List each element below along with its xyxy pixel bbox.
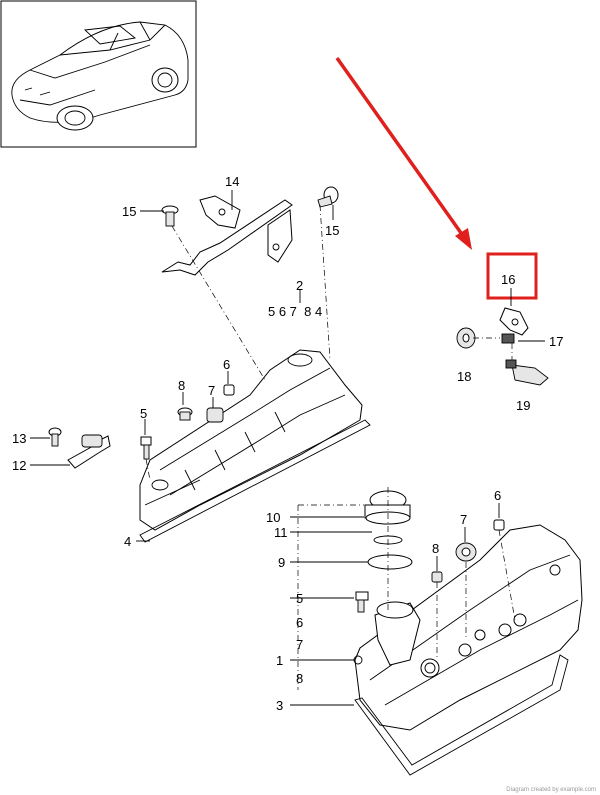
screw-15-left <box>161 205 179 227</box>
watermark: Diagram created by example.com <box>506 787 596 793</box>
cap-6-upper <box>223 384 235 396</box>
callout-7-left: 7 <box>296 637 303 652</box>
callout-6-left: 6 <box>296 615 303 630</box>
callout-15-right: 15 <box>325 223 339 238</box>
callout-14: 14 <box>225 174 239 189</box>
vehicle-thumbnail <box>0 0 197 148</box>
assembly-lines <box>145 204 516 690</box>
leader-lines <box>30 190 545 706</box>
callout-1: 1 <box>276 653 283 668</box>
washer-18 <box>456 327 476 349</box>
highlight-arrow <box>335 56 472 250</box>
callout-11: 11 <box>274 525 288 540</box>
callout-6-upper: 6 <box>223 357 230 372</box>
callout-subrow: 5 6 7 8 4 <box>268 304 326 319</box>
filler-neck <box>374 601 421 666</box>
callout-labels: 14 15 15 2 5 6 7 8 4 16 17 18 19 6 8 7 5… <box>12 174 563 713</box>
callout-7-upper: 7 <box>208 383 215 398</box>
gasket-3 <box>354 654 569 776</box>
sensor-bracket-16 <box>499 307 529 336</box>
callout-6-lower: 6 <box>494 488 501 503</box>
cap-6-lower <box>493 519 505 531</box>
callout-2: 2 <box>296 278 303 293</box>
bolt-5-lower <box>355 591 369 613</box>
callout-8-left: 8 <box>296 671 303 686</box>
plug-8-lower <box>431 571 443 583</box>
callout-17: 17 <box>549 334 563 349</box>
valve-cover-upper <box>139 349 363 531</box>
seal-ring-9 <box>367 554 413 570</box>
filler-cap-10 <box>364 490 411 525</box>
callout-5-lower: 5 <box>296 591 303 606</box>
callout-12: 12 <box>12 458 26 473</box>
screw-13 <box>48 427 62 447</box>
callout-5-upper: 5 <box>140 406 147 421</box>
sensor-12 <box>67 434 111 469</box>
highlight-box <box>486 252 538 300</box>
seal-7-lower <box>455 542 477 562</box>
valve-cover-lower <box>353 524 583 731</box>
callout-4: 4 <box>124 534 131 549</box>
bolt-17 <box>501 333 515 344</box>
seal-7-upper <box>206 407 224 423</box>
gasket-4 <box>139 419 371 543</box>
callout-9: 9 <box>278 555 285 570</box>
bracket-part <box>161 195 293 276</box>
screw-15-right <box>317 186 339 208</box>
plug-8-upper <box>177 407 193 421</box>
sensor-19 <box>505 359 549 386</box>
bolt-5-upper <box>140 436 152 460</box>
callout-15-left: 15 <box>122 204 136 219</box>
callout-7-lower: 7 <box>460 512 467 527</box>
callout-8-lower: 8 <box>432 541 439 556</box>
callout-10: 10 <box>266 510 280 525</box>
callout-18: 18 <box>457 369 471 384</box>
callout-19: 19 <box>516 398 530 413</box>
callout-8-upper: 8 <box>178 378 185 393</box>
callout-3: 3 <box>276 698 283 713</box>
callout-13: 13 <box>12 431 26 446</box>
callout-16: 16 <box>501 272 515 287</box>
